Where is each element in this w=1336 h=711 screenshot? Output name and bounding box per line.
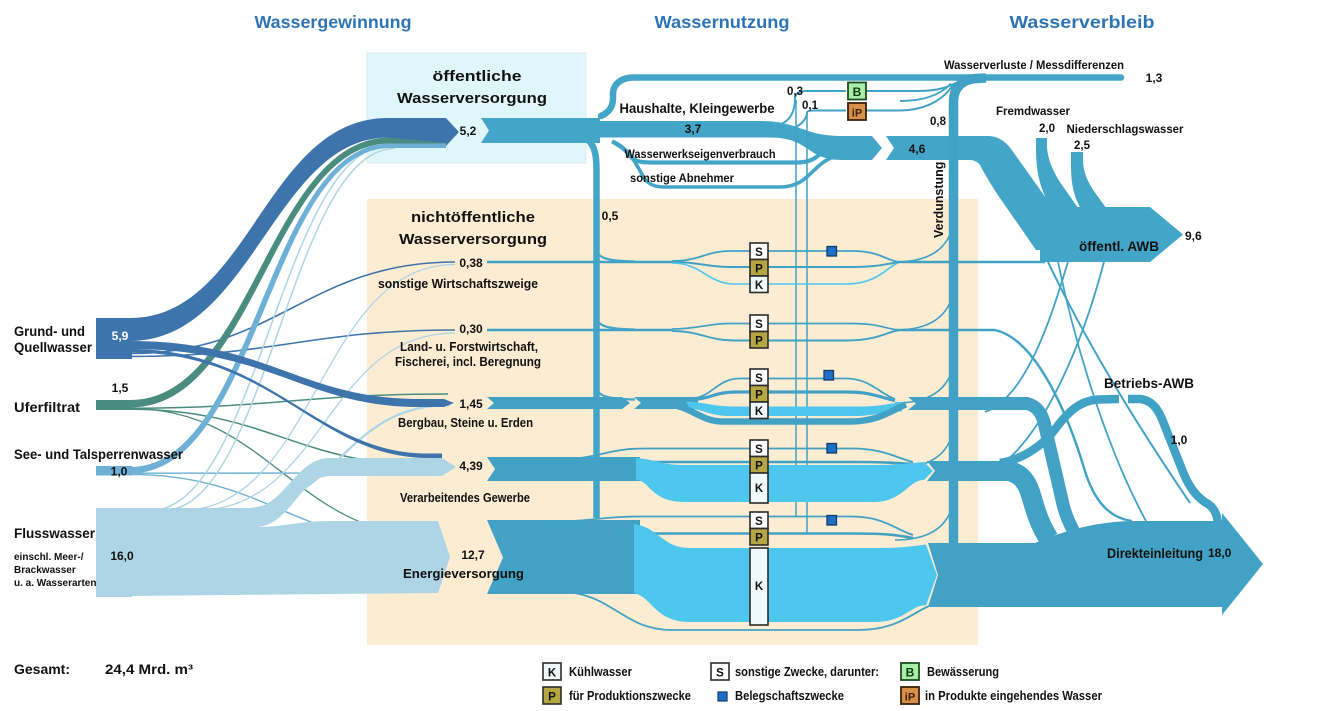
svg-text:Wasserversorgung: Wasserversorgung	[399, 231, 547, 248]
svg-text:1,0: 1,0	[111, 465, 128, 479]
svg-text:iP: iP	[905, 692, 915, 704]
svg-text:12,7: 12,7	[461, 548, 485, 562]
svg-text:Wassergewinnung: Wassergewinnung	[255, 12, 412, 32]
svg-text:16,0: 16,0	[110, 549, 134, 563]
svg-text:P: P	[755, 389, 763, 401]
svg-text:sonstige Zwecke, darunter:: sonstige Zwecke, darunter:	[735, 665, 879, 679]
svg-text:Energieversorgung: Energieversorgung	[403, 567, 524, 581]
svg-text:5,2: 5,2	[460, 124, 477, 138]
svg-text:Haushalte, Kleingewerbe: Haushalte, Kleingewerbe	[620, 101, 775, 116]
svg-text:Land- u. Forstwirtschaft,: Land- u. Forstwirtschaft,	[400, 340, 538, 354]
svg-text:sonstige Abnehmer: sonstige Abnehmer	[630, 171, 734, 185]
svg-text:18,0: 18,0	[1208, 546, 1232, 560]
svg-text:1,45: 1,45	[459, 397, 483, 411]
svg-text:Direkteinleitung: Direkteinleitung	[1107, 546, 1203, 561]
svg-text:0,3: 0,3	[787, 86, 803, 98]
svg-text:Belegschaftszwecke: Belegschaftszwecke	[735, 689, 844, 703]
svg-text:Wasserwerkseigenverbrauch: Wasserwerkseigenverbrauch	[625, 147, 776, 161]
svg-text:1,5: 1,5	[112, 381, 129, 395]
svg-text:Uferfiltrat: Uferfiltrat	[14, 400, 81, 415]
svg-text:Verdunstung: Verdunstung	[932, 162, 946, 238]
svg-text:0,5: 0,5	[602, 209, 619, 223]
svg-text:K: K	[755, 406, 764, 418]
svg-text:nichtöffentliche: nichtöffentliche	[411, 209, 535, 226]
svg-text:K: K	[755, 280, 764, 292]
svg-text:2,5: 2,5	[1074, 140, 1091, 152]
svg-text:0,8: 0,8	[930, 116, 947, 128]
svg-text:Niederschlagswasser: Niederschlagswasser	[1067, 122, 1184, 136]
svg-text:öffentliche: öffentliche	[433, 68, 522, 85]
svg-text:0,1: 0,1	[802, 100, 819, 112]
svg-text:Betriebs-AWB: Betriebs-AWB	[1104, 376, 1194, 391]
svg-text:K: K	[548, 668, 557, 680]
svg-text:See- und Talsperrenwasser: See- und Talsperrenwasser	[14, 447, 184, 462]
svg-text:S: S	[755, 247, 763, 259]
svg-text:P: P	[755, 335, 763, 347]
svg-text:Bewässerung: Bewässerung	[927, 665, 999, 679]
svg-text:Brackwasser: Brackwasser	[14, 565, 76, 576]
svg-text:Fischerei, incl. Beregnung: Fischerei, incl. Beregnung	[395, 355, 541, 369]
svg-text:in Produkte eingehendes Wasser: in Produkte eingehendes Wasser	[925, 689, 1102, 703]
svg-text:Wasserversorgung: Wasserversorgung	[397, 90, 547, 107]
svg-text:2,0: 2,0	[1039, 123, 1055, 135]
svg-text:iP: iP	[852, 108, 862, 120]
svg-text:B: B	[853, 85, 862, 99]
svg-text:Wasserverluste / Messdifferenz: Wasserverluste / Messdifferenzen	[944, 58, 1124, 72]
svg-text:K: K	[755, 581, 764, 593]
svg-text:Quellwasser: Quellwasser	[14, 340, 93, 355]
svg-text:4,39: 4,39	[459, 459, 483, 473]
svg-text:sonstige Wirtschaftszweige: sonstige Wirtschaftszweige	[378, 277, 538, 291]
svg-text:K: K	[755, 483, 764, 495]
svg-text:Wasserverbleib: Wasserverbleib	[1010, 12, 1155, 32]
svg-text:Fremdwasser: Fremdwasser	[996, 104, 1070, 118]
svg-text:9,6: 9,6	[1185, 229, 1202, 243]
svg-text:S: S	[755, 516, 763, 528]
svg-text:24,4 Mrd. m³: 24,4 Mrd. m³	[105, 662, 194, 677]
svg-text:Flusswasser: Flusswasser	[14, 526, 96, 541]
svg-text:u. a. Wasserarten: u. a. Wasserarten	[14, 578, 96, 589]
svg-text:Bergbau, Steine u. Erden: Bergbau, Steine u. Erden	[398, 416, 533, 430]
svg-text:Grund- und: Grund- und	[14, 324, 85, 339]
svg-text:für Produktionszwecke: für Produktionszwecke	[569, 689, 691, 703]
svg-text:S: S	[755, 444, 763, 456]
svg-text:P: P	[755, 532, 763, 544]
svg-text:P: P	[755, 460, 763, 472]
svg-text:0,30: 0,30	[459, 322, 483, 336]
svg-text:Wassernutzung: Wassernutzung	[655, 12, 790, 32]
svg-text:einschl. Meer-/: einschl. Meer-/	[14, 552, 84, 563]
svg-text:S: S	[755, 373, 763, 385]
svg-text:öffentl. AWB: öffentl. AWB	[1079, 239, 1159, 254]
svg-text:Verarbeitendes Gewerbe: Verarbeitendes Gewerbe	[400, 491, 530, 505]
svg-text:5,9: 5,9	[112, 329, 129, 343]
svg-text:1,3: 1,3	[1146, 71, 1163, 85]
svg-text:0,38: 0,38	[459, 256, 483, 270]
svg-text:4,6: 4,6	[909, 142, 926, 156]
svg-text:P: P	[755, 263, 763, 275]
svg-text:Kühlwasser: Kühlwasser	[569, 665, 632, 679]
svg-text:P: P	[548, 692, 556, 704]
svg-text:S: S	[716, 668, 724, 680]
svg-text:3,7: 3,7	[685, 122, 702, 136]
svg-text:S: S	[755, 319, 763, 331]
svg-text:B: B	[906, 666, 915, 680]
svg-text:Gesamt:: Gesamt:	[14, 662, 70, 677]
svg-text:1,0: 1,0	[1171, 433, 1188, 447]
